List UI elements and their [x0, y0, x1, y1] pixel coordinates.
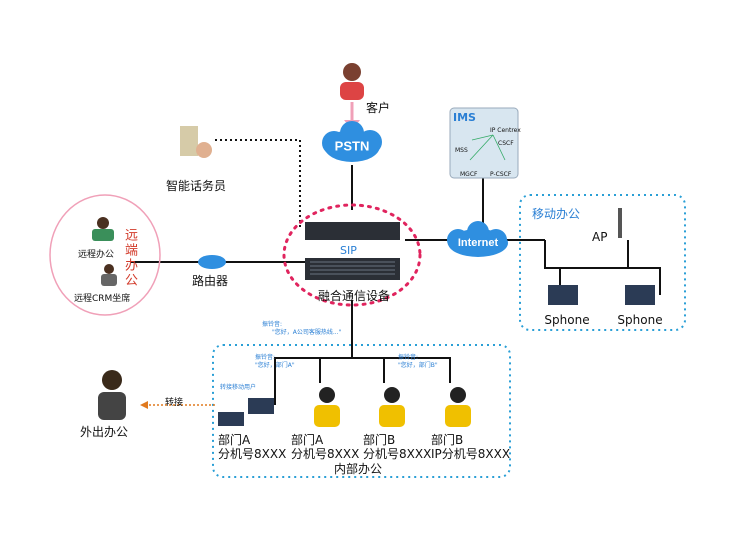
phone-ext-4: IP分机号8XXX: [431, 447, 511, 461]
ring-b-msg: "您好，部门B": [398, 362, 438, 369]
transfer-note: 转接移动用户: [220, 384, 257, 391]
ring-b-title: 振铃音:: [398, 354, 419, 361]
phone-dept-2: 部门A: [291, 433, 324, 447]
remote-worker-icon: [88, 215, 118, 243]
sphone-label-1: Sphone: [544, 313, 590, 327]
phone-dept-1: 部门A: [218, 433, 251, 447]
mobile-office-title: 移动办公: [532, 207, 581, 221]
worker-icon-c: [441, 385, 475, 429]
transfer-label: 转接: [165, 398, 184, 408]
pstn-cloud-label: PSTN: [334, 138, 370, 154]
remote-crm-icon: [98, 262, 120, 288]
agent-server-icon: [178, 120, 214, 166]
inner-office-label: 内部办公: [334, 462, 383, 476]
phone-dept-3: 部门B: [363, 433, 396, 447]
ims-centrex: IP Centrex: [490, 127, 521, 134]
ring-a-msg: "您好，部门A": [255, 362, 295, 369]
screen-pop-msg: "您好，A公司客服热线...": [272, 329, 342, 336]
phone-ext-1: 分机号8XXX: [218, 447, 287, 461]
remote-vertical-label: 远端办公: [122, 228, 137, 288]
outside-worker-icon: [92, 368, 132, 420]
agent-label: 智能话务员: [166, 179, 227, 193]
phone-dept-4: 部门B: [431, 433, 464, 447]
worker-icon-a: [310, 385, 344, 429]
remote-office-label: 远程办公: [78, 250, 115, 260]
ims-title: IMS: [453, 111, 476, 124]
customer-icon: [334, 60, 370, 100]
ims-mgcf: MGCF: [460, 171, 478, 178]
outside-office-label: 外出办公: [80, 425, 129, 439]
phone-ext-3: 分机号8XXX: [363, 447, 432, 461]
internet-cloud-label: Internet: [457, 237, 499, 249]
screen-pop-title: 振铃音:: [262, 321, 283, 328]
ims-cscf: CSCF: [498, 140, 514, 147]
ap-label: AP: [592, 230, 608, 244]
sphone-label-2: Sphone: [617, 313, 663, 327]
phone-ext-2: 分机号8XXX: [291, 447, 360, 461]
ims-mss: MSS: [455, 147, 468, 154]
ring-a-title: 振铃音:: [255, 354, 276, 361]
router-label: 路由器: [192, 274, 229, 288]
remote-crm-label: 远程CRM坐席: [74, 294, 131, 304]
ims-pcscf: P-CSCF: [490, 171, 512, 178]
customer-label: 客户: [366, 101, 391, 115]
sip-label: SIP: [340, 244, 357, 257]
device-label: 融合通信设备: [318, 289, 391, 303]
worker-icon-b: [375, 385, 409, 429]
